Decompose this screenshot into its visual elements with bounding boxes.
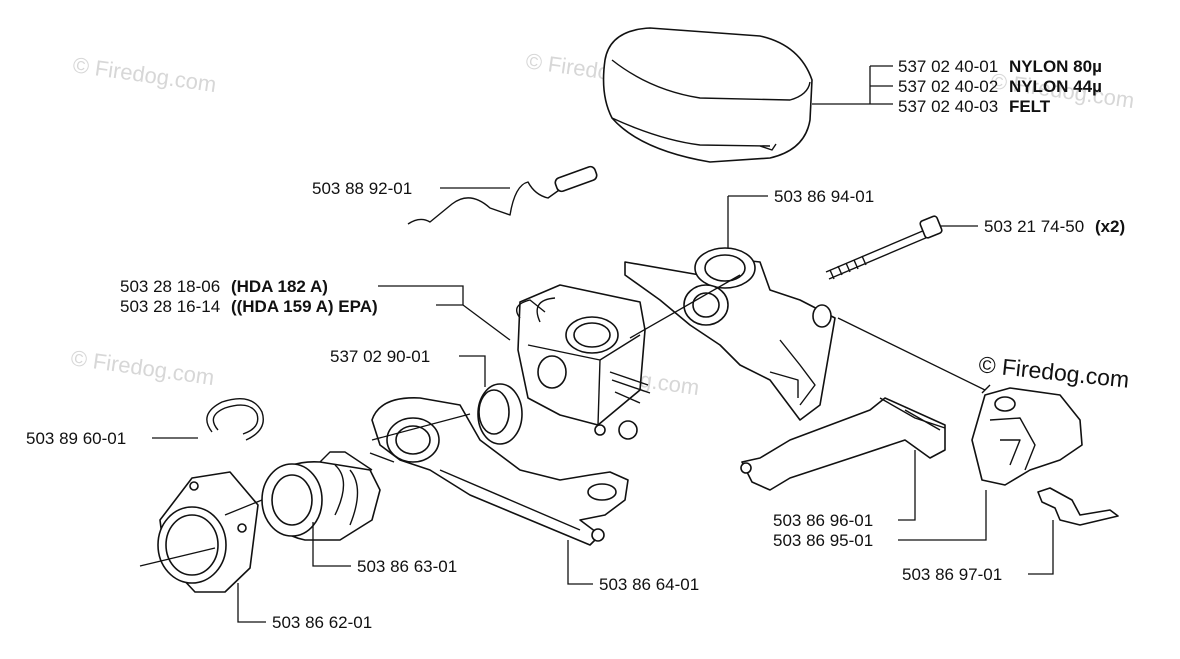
- carb-adapter-label: 503 86 94-01: [774, 187, 874, 206]
- air-filter-drawing: [602, 27, 813, 163]
- bolt-label: 503 21 74-50 (x2): [984, 217, 1125, 236]
- intake-flange-drawing: [139, 471, 259, 593]
- part-number: 537 02 40-01: [898, 57, 998, 76]
- intake-boot-drawing: [261, 451, 381, 541]
- carburetor-label-2: 503 28 16-14 ((HDA 159 A) EPA): [120, 297, 378, 316]
- bolt-drawing: [825, 215, 943, 280]
- watermark: © Firedog.com: [71, 52, 218, 97]
- carburetor-label-1: 503 28 18-06 (HDA 182 A): [120, 277, 328, 296]
- callout-labels: 537 02 40-01 NYLON 80µ 537 02 40-02 NYLO…: [26, 57, 1131, 632]
- spring-clip-drawing: [1037, 487, 1119, 526]
- intake-flange-label: 503 86 62-01: [272, 613, 372, 632]
- manifold-plate-label: 503 86 64-01: [599, 575, 699, 594]
- part-desc: (HDA 182 A): [231, 277, 328, 296]
- circlip-label: 503 89 60-01: [26, 429, 126, 448]
- part-qty: (x2): [1095, 217, 1125, 236]
- intake-boot-label: 503 86 63-01: [357, 557, 457, 576]
- throttle-rod-label: 503 86 96-01: [773, 511, 873, 530]
- air-filter-label-2: 537 02 40-02 NYLON 44µ: [898, 77, 1102, 96]
- circlip-drawing: [206, 398, 264, 441]
- spring-clip-label: 503 86 97-01: [902, 565, 1002, 584]
- part-desc: NYLON 80µ: [1009, 57, 1102, 76]
- ring-drawing: [477, 383, 523, 445]
- part-number: 537 02 40-02: [898, 77, 998, 96]
- watermark: © Firedog.com: [69, 345, 216, 390]
- part-number: 503 21 74-50: [984, 217, 1084, 236]
- throttle-rod-drawing: [740, 397, 946, 491]
- copyright-notice: © Firedog.com: [977, 351, 1130, 393]
- choke-rod-drawing: [407, 165, 598, 225]
- part-desc: ((HDA 159 A) EPA): [231, 297, 378, 316]
- air-filter-label-1: 537 02 40-01 NYLON 80µ: [898, 57, 1102, 76]
- ring-label: 537 02 90-01: [330, 347, 430, 366]
- part-number: 503 28 18-06: [120, 277, 220, 296]
- air-filter-label-3: 537 02 40-03 FELT: [898, 97, 1051, 116]
- part-number: 537 02 40-03: [898, 97, 998, 116]
- part-desc: NYLON 44µ: [1009, 77, 1102, 96]
- choke-lever-label: 503 86 95-01: [773, 531, 873, 550]
- part-desc: FELT: [1009, 97, 1051, 116]
- choke-rod-label: 503 88 92-01: [312, 179, 412, 198]
- choke-lever-drawing: [971, 384, 1083, 486]
- carburetor-drawing: [516, 284, 651, 440]
- carb-adapter-drawing: [624, 247, 836, 421]
- leader-lines: [152, 65, 1054, 623]
- part-number: 503 28 16-14: [120, 297, 220, 316]
- manifold-plate-drawing: [369, 397, 629, 546]
